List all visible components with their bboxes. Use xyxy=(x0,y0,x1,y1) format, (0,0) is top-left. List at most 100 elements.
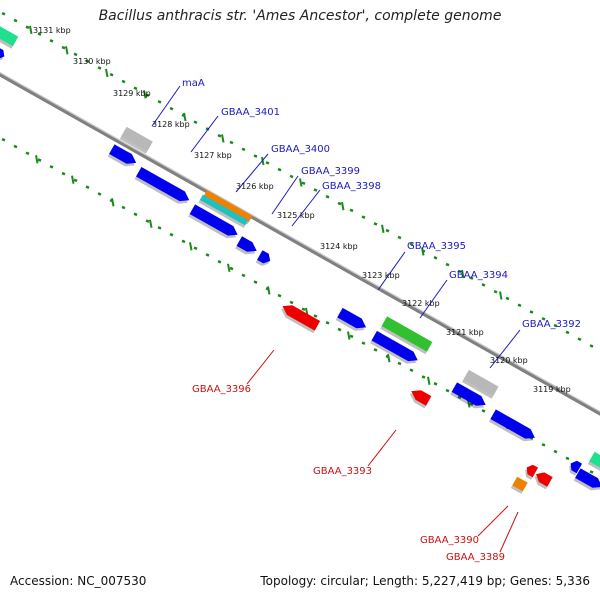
outer-track-dot xyxy=(241,147,246,152)
inner-track-dot xyxy=(169,232,174,237)
cds-feature xyxy=(573,468,600,491)
inner-major-tick xyxy=(71,175,75,184)
outer-track-dot xyxy=(445,262,450,267)
outer-track-dot xyxy=(25,25,30,30)
tick-label: 3120 kbp xyxy=(490,356,528,365)
outer-track-dot xyxy=(349,208,354,213)
outer-track-dot xyxy=(13,18,18,23)
cds-feature xyxy=(450,382,486,409)
outer-major-tick xyxy=(261,156,265,166)
forward-label-leader xyxy=(190,115,219,153)
outer-major-tick xyxy=(421,247,425,256)
outer-track-dot xyxy=(337,201,342,206)
outer-track-dot xyxy=(397,235,402,240)
inner-track-dot xyxy=(277,293,282,298)
outer-track-dot xyxy=(217,134,222,138)
reverse-cds-feature xyxy=(534,472,553,490)
outer-track-dot xyxy=(253,154,258,158)
cds-feature-body xyxy=(236,236,257,252)
inner-major-tick xyxy=(111,198,115,207)
inner-track-dot xyxy=(421,375,426,379)
tick-label: 3130 kbp xyxy=(73,57,111,66)
outer-track-dot xyxy=(85,59,90,63)
cds-feature-body xyxy=(0,47,5,59)
outer-track-dot xyxy=(313,188,318,192)
inner-major-tick xyxy=(149,219,153,228)
inner-track-dot xyxy=(553,449,558,454)
inner-track-dot xyxy=(1,137,6,142)
rrna-feature xyxy=(380,316,433,355)
inner-track-dot xyxy=(313,314,318,318)
outer-major-tick xyxy=(183,112,187,122)
cds-feature xyxy=(370,330,418,364)
accession-text: Accession: NC_007530 xyxy=(10,574,147,588)
pseudogene-feature xyxy=(119,126,153,154)
inner-track-dot xyxy=(349,334,354,339)
outer-major-tick xyxy=(221,134,225,143)
forward-gene-label: GBAA_3399 xyxy=(301,166,360,177)
inner-track-dot xyxy=(481,409,486,413)
reverse-cds-feature xyxy=(409,390,432,409)
inner-major-tick xyxy=(227,263,231,273)
inner-track-dot xyxy=(253,280,258,284)
reverse-cds-feature-body xyxy=(411,390,432,406)
backbone-highlight xyxy=(0,71,600,414)
reverse-cds-feature xyxy=(281,305,321,334)
tick-label: 3125 kbp xyxy=(277,211,315,220)
inner-track-dot xyxy=(13,144,18,149)
reverse-label-leader xyxy=(367,429,397,467)
outer-track-dot xyxy=(289,174,294,179)
outer-track-dot xyxy=(385,228,390,233)
outer-track-dot xyxy=(361,215,366,219)
outer-track-dot xyxy=(373,222,378,226)
forward-label-leader xyxy=(271,175,299,215)
outer-track-dot xyxy=(577,337,582,341)
inner-major-tick xyxy=(387,354,391,363)
special-feature-body xyxy=(589,451,600,469)
inner-track-dot xyxy=(145,219,150,223)
cds-feature xyxy=(134,166,190,204)
inner-track-dot xyxy=(397,361,402,366)
misc-feature-body xyxy=(203,190,253,222)
inner-track-dot xyxy=(589,470,594,474)
cds-feature xyxy=(488,409,535,442)
outer-track-dot xyxy=(301,181,306,185)
cds-feature xyxy=(188,204,238,239)
backbone-line xyxy=(0,73,600,416)
outer-track-dot xyxy=(193,120,198,124)
reverse-label-leader xyxy=(499,511,519,553)
forward-label-leader xyxy=(419,279,448,319)
outer-track-dot xyxy=(517,303,522,308)
inner-track-dot xyxy=(457,395,462,400)
misc-feature-body xyxy=(512,476,528,492)
outer-track-dot xyxy=(157,100,162,104)
inner-major-tick xyxy=(347,331,351,340)
outer-track-dot xyxy=(529,310,534,314)
inner-track-dot xyxy=(229,266,234,271)
outer-major-tick xyxy=(381,224,385,234)
inner-track-dot xyxy=(361,341,366,345)
outer-major-tick xyxy=(29,25,33,35)
outer-track-dot xyxy=(481,283,486,287)
inner-track-dot xyxy=(217,260,222,264)
outer-major-tick xyxy=(299,178,303,187)
outer-track-dot xyxy=(49,39,54,43)
inner-track-dot xyxy=(337,327,342,332)
reverse-gene-label: GBAA_3393 xyxy=(313,466,372,477)
cds-feature-body xyxy=(570,460,583,474)
cds-feature-body xyxy=(490,409,535,439)
tick-label: 3124 kbp xyxy=(320,242,358,251)
outer-track-dot xyxy=(145,93,150,97)
tick-label: 3119 kbp xyxy=(533,385,571,394)
reverse-cds-feature xyxy=(525,464,539,480)
forward-label-leader xyxy=(291,189,321,227)
cds-feature xyxy=(335,307,367,331)
inner-track-dot xyxy=(97,192,102,196)
trna-feature xyxy=(198,194,249,229)
outer-track-dot xyxy=(73,52,78,57)
outer-track-dot xyxy=(565,330,570,335)
cds-feature xyxy=(235,236,257,255)
cds-feature-body xyxy=(337,307,367,329)
outer-major-tick xyxy=(105,68,109,78)
